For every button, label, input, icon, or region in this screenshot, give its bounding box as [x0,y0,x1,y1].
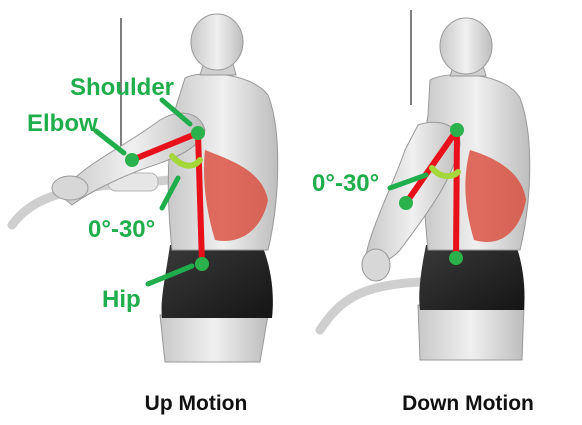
hand-left [51,175,89,201]
lat-muscle-right [465,150,526,243]
lat-muscle-left [204,150,268,241]
hip-label: Hip [102,286,141,313]
elbow-label: Elbow [27,110,98,137]
shorts-right [419,245,525,310]
angle-pointer-left [159,175,181,211]
shoulder-pointer [159,97,193,127]
hip-joint-right [449,251,463,265]
bar-handle-right [315,277,475,335]
shorts-left [161,245,273,318]
legs-right [417,304,525,361]
torso-line-right [453,129,460,259]
hand-right [361,248,391,282]
legs-left [159,314,269,363]
right-figure: 0°-30° [312,10,531,361]
torso-line-left [195,132,205,265]
upper-arm-line-left [130,130,200,163]
head-right [439,17,493,75]
elbow-pointer [93,128,127,156]
hip-pointer [145,263,195,287]
elbow-joint-left [125,153,139,167]
angle-label-left: 0°-30° [88,216,155,243]
caption-down-motion: Down Motion [402,392,534,415]
shoulder-label: Shoulder [70,74,174,101]
hip-joint-left [195,257,209,271]
head-left [190,13,244,71]
elbow-joint-right [399,196,413,210]
angle-pointer-right [387,172,429,191]
shoulder-joint-left [191,126,205,140]
angle-arc-right [429,165,461,180]
angle-label-right: 0°-30° [312,170,379,197]
caption-up-motion: Up Motion [144,392,248,415]
left-figure: Shoulder Elbow 0°-30° Hip [7,13,279,363]
angle-arc-left [169,153,203,169]
shoulder-joint-right [450,123,464,137]
